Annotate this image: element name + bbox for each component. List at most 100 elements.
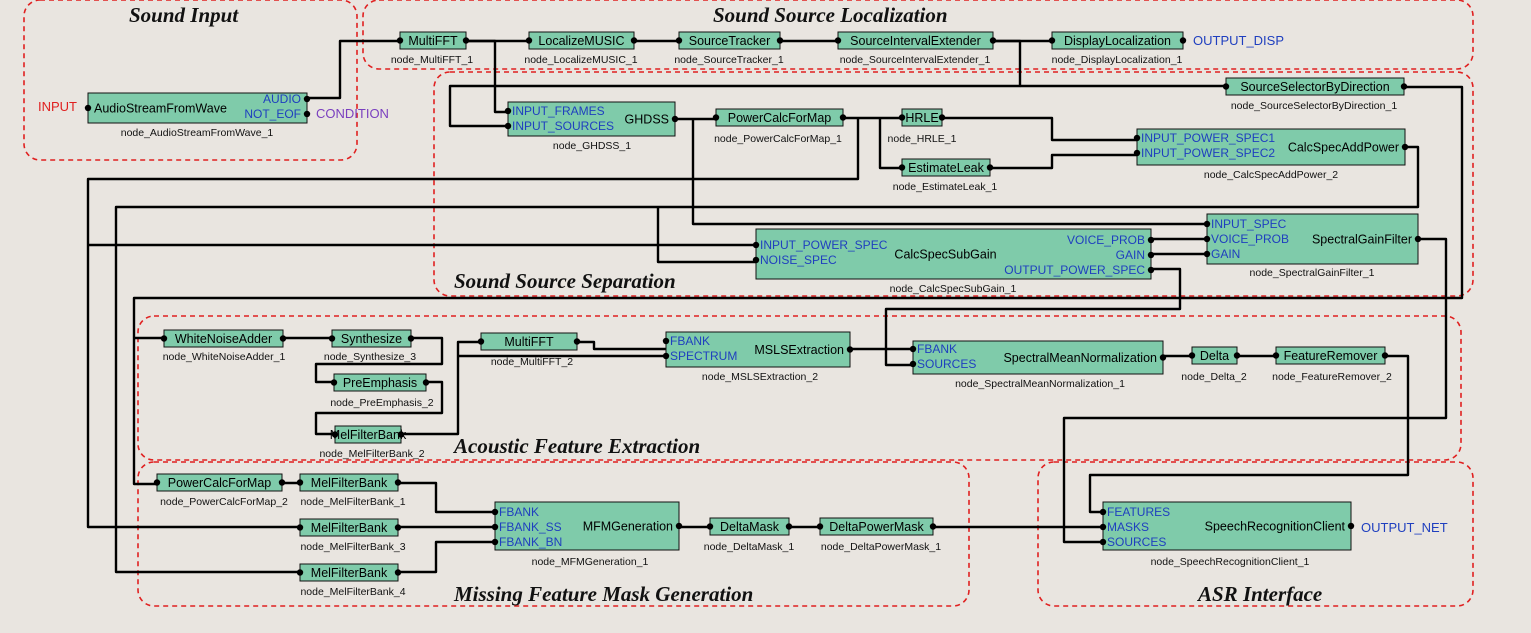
node-melfilterbank-2-in-port[interactable] [331, 431, 339, 438]
node-multifft-2-in-port[interactable] [477, 338, 485, 345]
node-audiostreamfromwave-1-box[interactable] [87, 92, 308, 124]
node-estimateleak-1-name: EstimateLeak [908, 161, 984, 175]
node-displaylocalization-1-name: DisplayLocalization [1064, 34, 1171, 48]
node-estimateleak-1-in-port[interactable] [898, 164, 906, 171]
wire-34 [1088, 354, 1410, 514]
node-melfilterbank-2-out-port[interactable] [397, 431, 405, 438]
node-localizemusic-1-out-port[interactable] [630, 37, 638, 44]
node-mslsextraction-2-caption: node_MSLSExtraction_2 [702, 371, 818, 383]
node-calcspecsubgain-1-name: CalcSpecSubGain [894, 248, 996, 262]
node-hrle-1-out-port[interactable] [938, 114, 946, 121]
node-sourceintervalextender-1-in-port[interactable] [834, 37, 842, 44]
node-melfilterbank-4-in-port[interactable] [296, 569, 304, 576]
node-delta-2-in-port[interactable] [1188, 352, 1196, 359]
node-ghdss-1-in-port-input-sources[interactable] [504, 122, 512, 130]
node-mslsextraction-2-in-port-spectrum[interactable] [662, 352, 670, 360]
node-preemphasis-2-out-port[interactable] [422, 379, 430, 386]
node-calcspecsubgain-1-in-port-input-power-spec[interactable] [752, 241, 760, 249]
node-deltapowermask-1-out-port[interactable] [929, 523, 937, 530]
node-spectralmeannormalization-1-out-port[interactable] [1159, 354, 1167, 361]
node-calcspecsubgain-1-in-port-noise-spec[interactable] [752, 256, 760, 264]
node-deltamask-1-out-port[interactable] [785, 523, 793, 530]
node-sourcetracker-1-in-port[interactable] [675, 37, 683, 44]
node-ghdss-1-box[interactable] [507, 101, 676, 137]
node-sourceintervalextender-1-out-port[interactable] [989, 37, 997, 44]
node-synthesize-3-name: Synthesize [341, 332, 402, 346]
node-audiostreamfromwave-1-name: AudioStreamFromWave [94, 102, 227, 116]
node-deltapowermask-1-in-port[interactable] [816, 523, 824, 530]
node-audiostreamfromwave-1-out-port-not-eof[interactable] [303, 110, 311, 118]
node-synthesize-3-in-port[interactable] [328, 335, 336, 342]
node-sourceselectorbydirection-1-out-port[interactable] [1400, 83, 1408, 90]
node-mfmgeneration-1-in-port-fbank-ss[interactable] [491, 523, 499, 531]
node-synthesize-3-out-port[interactable] [407, 335, 415, 342]
node-spectralgainfilter-1-in-port-input-spec[interactable] [1203, 220, 1211, 228]
node-speechrecognitionclient-1-in-port-sources[interactable] [1099, 538, 1107, 546]
node-mfmgeneration-1-out-port[interactable] [675, 522, 683, 530]
node-powercalcformap-2-in-port[interactable] [153, 479, 161, 486]
node-estimateleak-1-out-port[interactable] [986, 164, 994, 171]
node-displaylocalization-1-out-port[interactable] [1179, 37, 1187, 44]
node-speechrecognitionclient-1-in-port-masks[interactable] [1099, 523, 1107, 531]
node-localizemusic-1-in-port[interactable] [525, 37, 533, 44]
wire-23 [1062, 237, 1448, 544]
node-mfmgeneration-1-in-fbank-bn: FBANK_BN [499, 535, 562, 549]
node-delta-2-out-port[interactable] [1233, 352, 1241, 359]
node-preemphasis-2-in-port[interactable] [330, 379, 338, 386]
node-spectralmeannormalization-1-in-port-fbank[interactable] [909, 345, 917, 353]
node-speechrecognitionclient-1-out-port[interactable] [1347, 522, 1355, 530]
node-multifft-1-caption: node_MultiFFT_1 [391, 54, 473, 66]
node-mfmgeneration-1-in-fbank: FBANK [499, 505, 539, 519]
node-deltamask-1-in-port[interactable] [706, 523, 714, 530]
node-spectralgainfilter-1-box[interactable] [1206, 213, 1419, 265]
node-melfilterbank-3-in-port[interactable] [296, 524, 304, 531]
node-mfmgeneration-1-in-port-fbank-bn[interactable] [491, 538, 499, 546]
node-melfilterbank-1-in-port[interactable] [296, 479, 304, 486]
node-sourceselectorbydirection-1-in-port[interactable] [1222, 83, 1230, 90]
group-sound-input [23, 0, 358, 161]
node-spectralgainfilter-1-in-port-gain[interactable] [1203, 250, 1211, 258]
node-ghdss-1-out-port[interactable] [671, 115, 679, 123]
node-audiostreamfromwave-1-out-not-eof: NOT_EOF [244, 107, 301, 121]
node-mslsextraction-2-out-port[interactable] [846, 346, 854, 353]
node-mslsextraction-2-in-fbank: FBANK [670, 334, 710, 348]
node-featureremover-2-out-port[interactable] [1381, 352, 1389, 359]
node-calcspecsubgain-1-out-port-output-power-spec[interactable] [1147, 266, 1155, 274]
node-multifft-2-out-port[interactable] [573, 338, 581, 345]
node-speechrecognitionclient-1-in-port-features[interactable] [1099, 508, 1107, 516]
node-speechrecognitionclient-1-box[interactable] [1102, 501, 1352, 551]
node-delta-2-caption: node_Delta_2 [1181, 371, 1247, 383]
node-sourcetracker-1-out-port[interactable] [776, 37, 784, 44]
node-featureremover-2-in-port[interactable] [1272, 352, 1280, 359]
node-spectralgainfilter-1-in-port-voice-prob[interactable] [1203, 235, 1211, 243]
node-powercalcformap-1-caption: node_PowerCalcForMap_1 [714, 133, 842, 145]
node-audiostreamfromwave-1-in-port[interactable] [84, 104, 92, 112]
node-powercalcformap-2-out-port[interactable] [278, 479, 286, 486]
node-calcspecsubgain-1-out-port-voice-prob[interactable] [1147, 236, 1155, 244]
node-calcspecaddpower-2-in-port-input-power-spec2[interactable] [1133, 149, 1141, 157]
node-ghdss-1-in-port-input-frames[interactable] [504, 107, 512, 115]
node-audiostreamfromwave-1-out-port-audio[interactable] [303, 95, 311, 103]
node-powercalcformap-1-in-port[interactable] [712, 114, 720, 121]
node-melfilterbank-3-out-port[interactable] [394, 524, 402, 531]
node-multifft-1-out-port[interactable] [462, 37, 470, 44]
node-calcspecsubgain-1-out-port-gain[interactable] [1147, 251, 1155, 259]
node-spectralgainfilter-1-out-port[interactable] [1414, 235, 1422, 243]
node-mslsextraction-2-in-port-fbank[interactable] [662, 337, 670, 345]
node-calcspecaddpower-2-in-port-input-power-spec1[interactable] [1133, 134, 1141, 142]
node-calcspecaddpower-2-out-port[interactable] [1401, 143, 1409, 151]
node-featureremover-2-name: FeatureRemover [1284, 349, 1378, 363]
node-mfmgeneration-1-in-port-fbank[interactable] [491, 508, 499, 516]
node-whitenoiseadder-1-in-port[interactable] [160, 335, 168, 342]
node-melfilterbank-4-out-port[interactable] [394, 569, 402, 576]
node-spectralmeannormalization-1-in-port-sources[interactable] [909, 360, 917, 368]
node-displaylocalization-1-in-port[interactable] [1048, 37, 1056, 44]
node-hrle-1-in-port[interactable] [898, 114, 906, 121]
node-spectralmeannormalization-1-in-fbank: FBANK [917, 342, 957, 356]
node-whitenoiseadder-1-out-port[interactable] [279, 335, 287, 342]
node-melfilterbank-1-out-port[interactable] [394, 479, 402, 486]
node-powercalcformap-1-out-port[interactable] [839, 114, 847, 121]
node-multifft-1-in-port[interactable] [396, 37, 404, 44]
node-mslsextraction-2-box[interactable] [665, 331, 851, 368]
node-calcspecaddpower-2-box[interactable] [1136, 128, 1406, 166]
